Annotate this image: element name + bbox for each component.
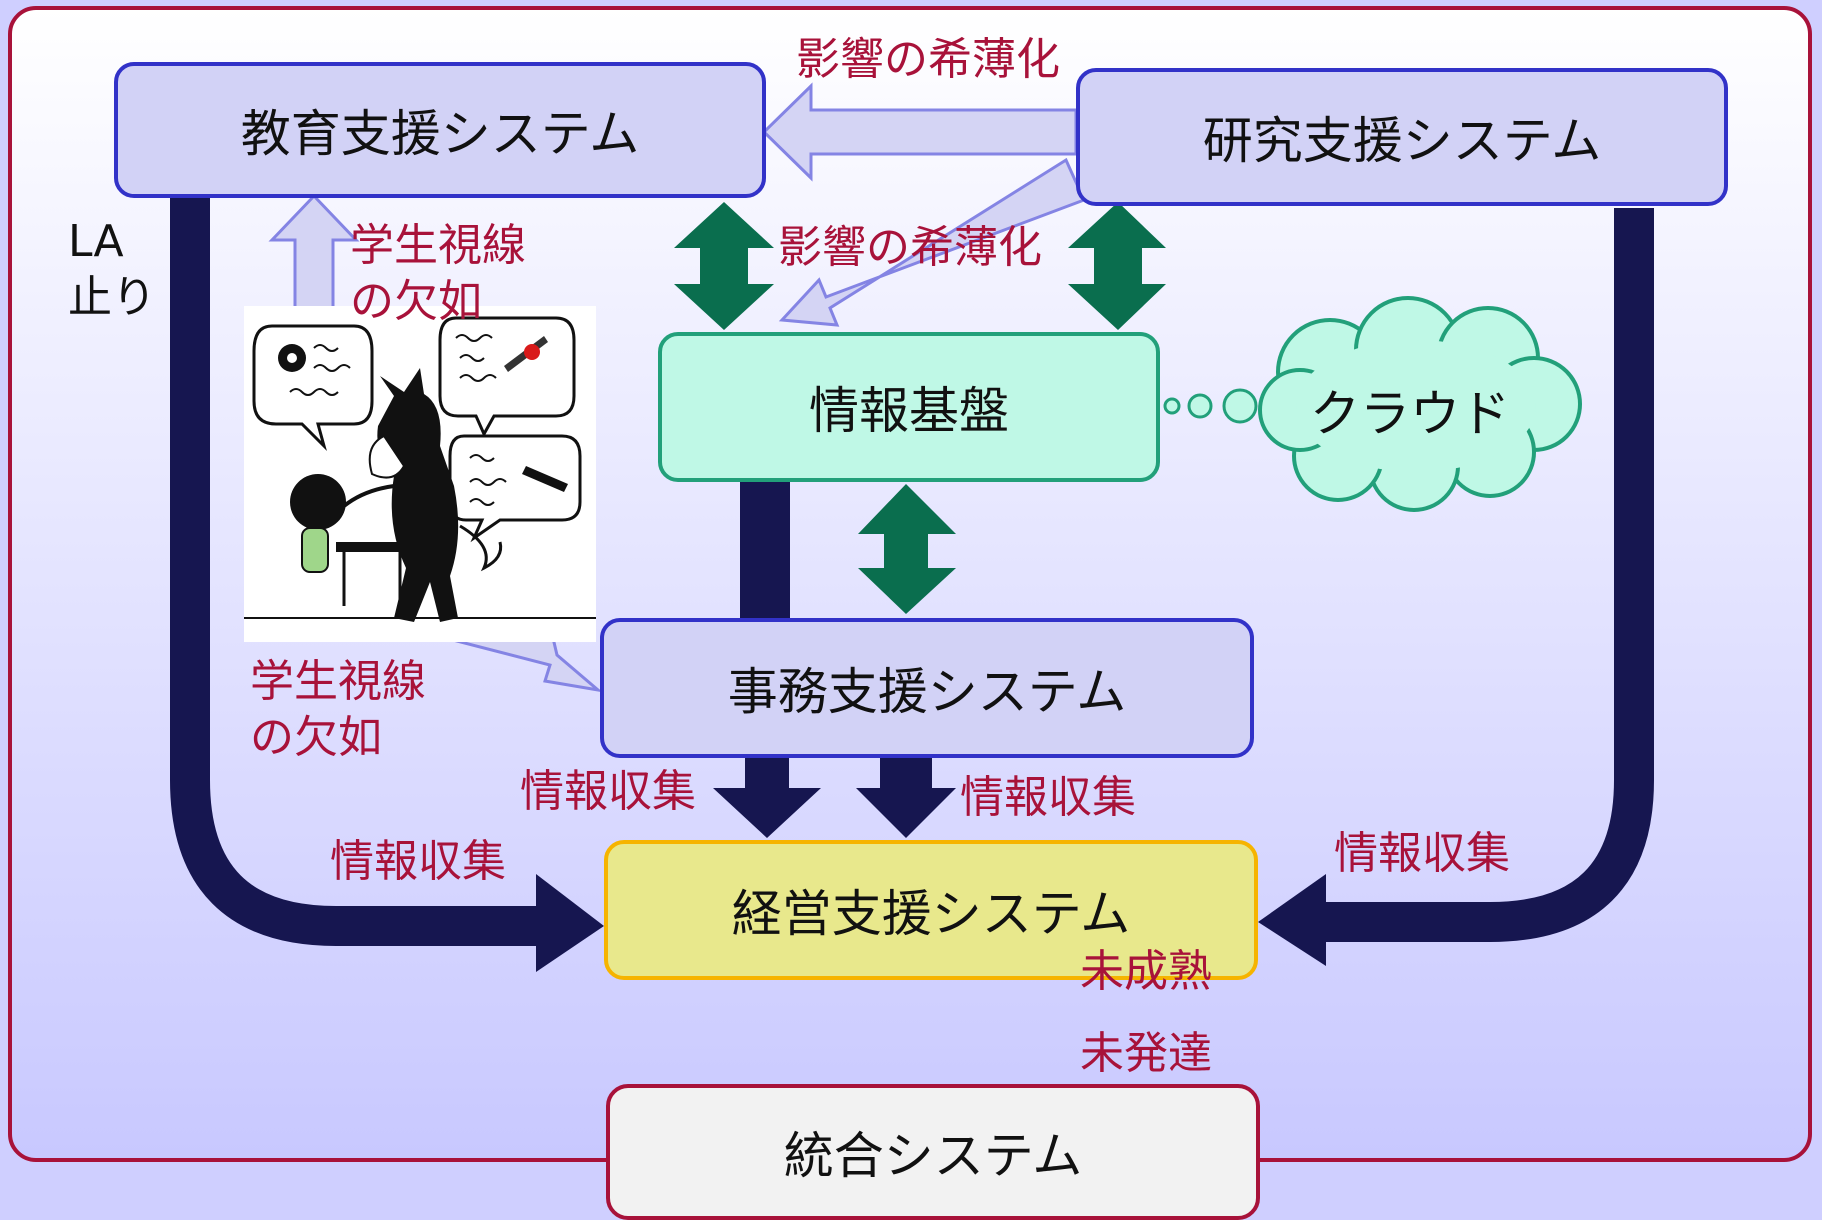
immature-label: 未成熟 bbox=[1080, 946, 1212, 997]
underdeveloped-label: 未発達 bbox=[1080, 1028, 1212, 1079]
navy-arrow-right-head bbox=[1258, 874, 1326, 966]
cloud-bubble-medium bbox=[1187, 393, 1213, 419]
administration-support-box: 事務支援システム bbox=[600, 618, 1254, 758]
teacher-scolding-student-illustration bbox=[244, 306, 596, 642]
la-label-line2: 止り bbox=[68, 272, 156, 323]
green-double-arrow-center bbox=[858, 484, 956, 614]
info-collect-label-right: 情報収集 bbox=[1334, 828, 1510, 879]
green-double-arrow-right bbox=[1068, 202, 1166, 330]
infrastructure-label: 情報基盤 bbox=[809, 382, 1009, 440]
lack-gaze-top-line2: の欠如 bbox=[350, 276, 482, 327]
management-support-box: 経営支援システム bbox=[604, 840, 1258, 980]
lack-gaze-top-line1: 学生視線 bbox=[350, 220, 526, 271]
dilution-arrow-diagonal bbox=[778, 157, 1087, 327]
infrastructure-box: 情報基盤 bbox=[658, 332, 1160, 482]
info-collect-label-center-left: 情報収集 bbox=[520, 766, 696, 817]
dilution-label-middle: 影響の希薄化 bbox=[778, 222, 1042, 273]
lack-gaze-bottom-line2: の欠如 bbox=[250, 712, 382, 763]
navy-arrow-left-path bbox=[170, 198, 540, 946]
education-support-label: 教育支援システム bbox=[240, 105, 640, 163]
info-collect-label-left: 情報収集 bbox=[330, 836, 506, 887]
education-support-box: 教育支援システム bbox=[114, 62, 766, 198]
dilution-label-top: 影響の希薄化 bbox=[796, 34, 1060, 85]
integrated-system-box: 統合システム bbox=[606, 1084, 1260, 1220]
la-label-line1: LA bbox=[68, 216, 124, 267]
green-double-arrow-left bbox=[674, 202, 774, 330]
navy-connector-infra-admin bbox=[740, 480, 790, 620]
integrated-system-label: 統合システム bbox=[783, 1127, 1083, 1185]
cloud-label-box: クラウド bbox=[1290, 370, 1530, 450]
research-support-label: 研究支援システム bbox=[1202, 112, 1602, 170]
cloud-label: クラウド bbox=[1310, 385, 1510, 443]
cloud-bubble-large bbox=[1222, 388, 1258, 424]
cloud-shape bbox=[1258, 296, 1582, 512]
research-support-box: 研究支援システム bbox=[1076, 68, 1728, 206]
cloud-bubble-small bbox=[1163, 397, 1181, 415]
administration-support-label: 事務支援システム bbox=[727, 663, 1127, 721]
illustration-drawing bbox=[244, 316, 596, 622]
management-support-label: 経営支援システム bbox=[731, 885, 1131, 943]
navy-arrow-right-path bbox=[1326, 208, 1654, 942]
navy-arrow-down-right bbox=[856, 754, 956, 838]
lack-gaze-bottom-line1: 学生視線 bbox=[250, 656, 426, 707]
navy-arrow-left-head bbox=[536, 874, 604, 972]
navy-arrow-down-left bbox=[713, 754, 821, 838]
info-collect-label-center-right: 情報収集 bbox=[960, 772, 1136, 823]
dilution-arrow-horizontal bbox=[761, 82, 1078, 182]
